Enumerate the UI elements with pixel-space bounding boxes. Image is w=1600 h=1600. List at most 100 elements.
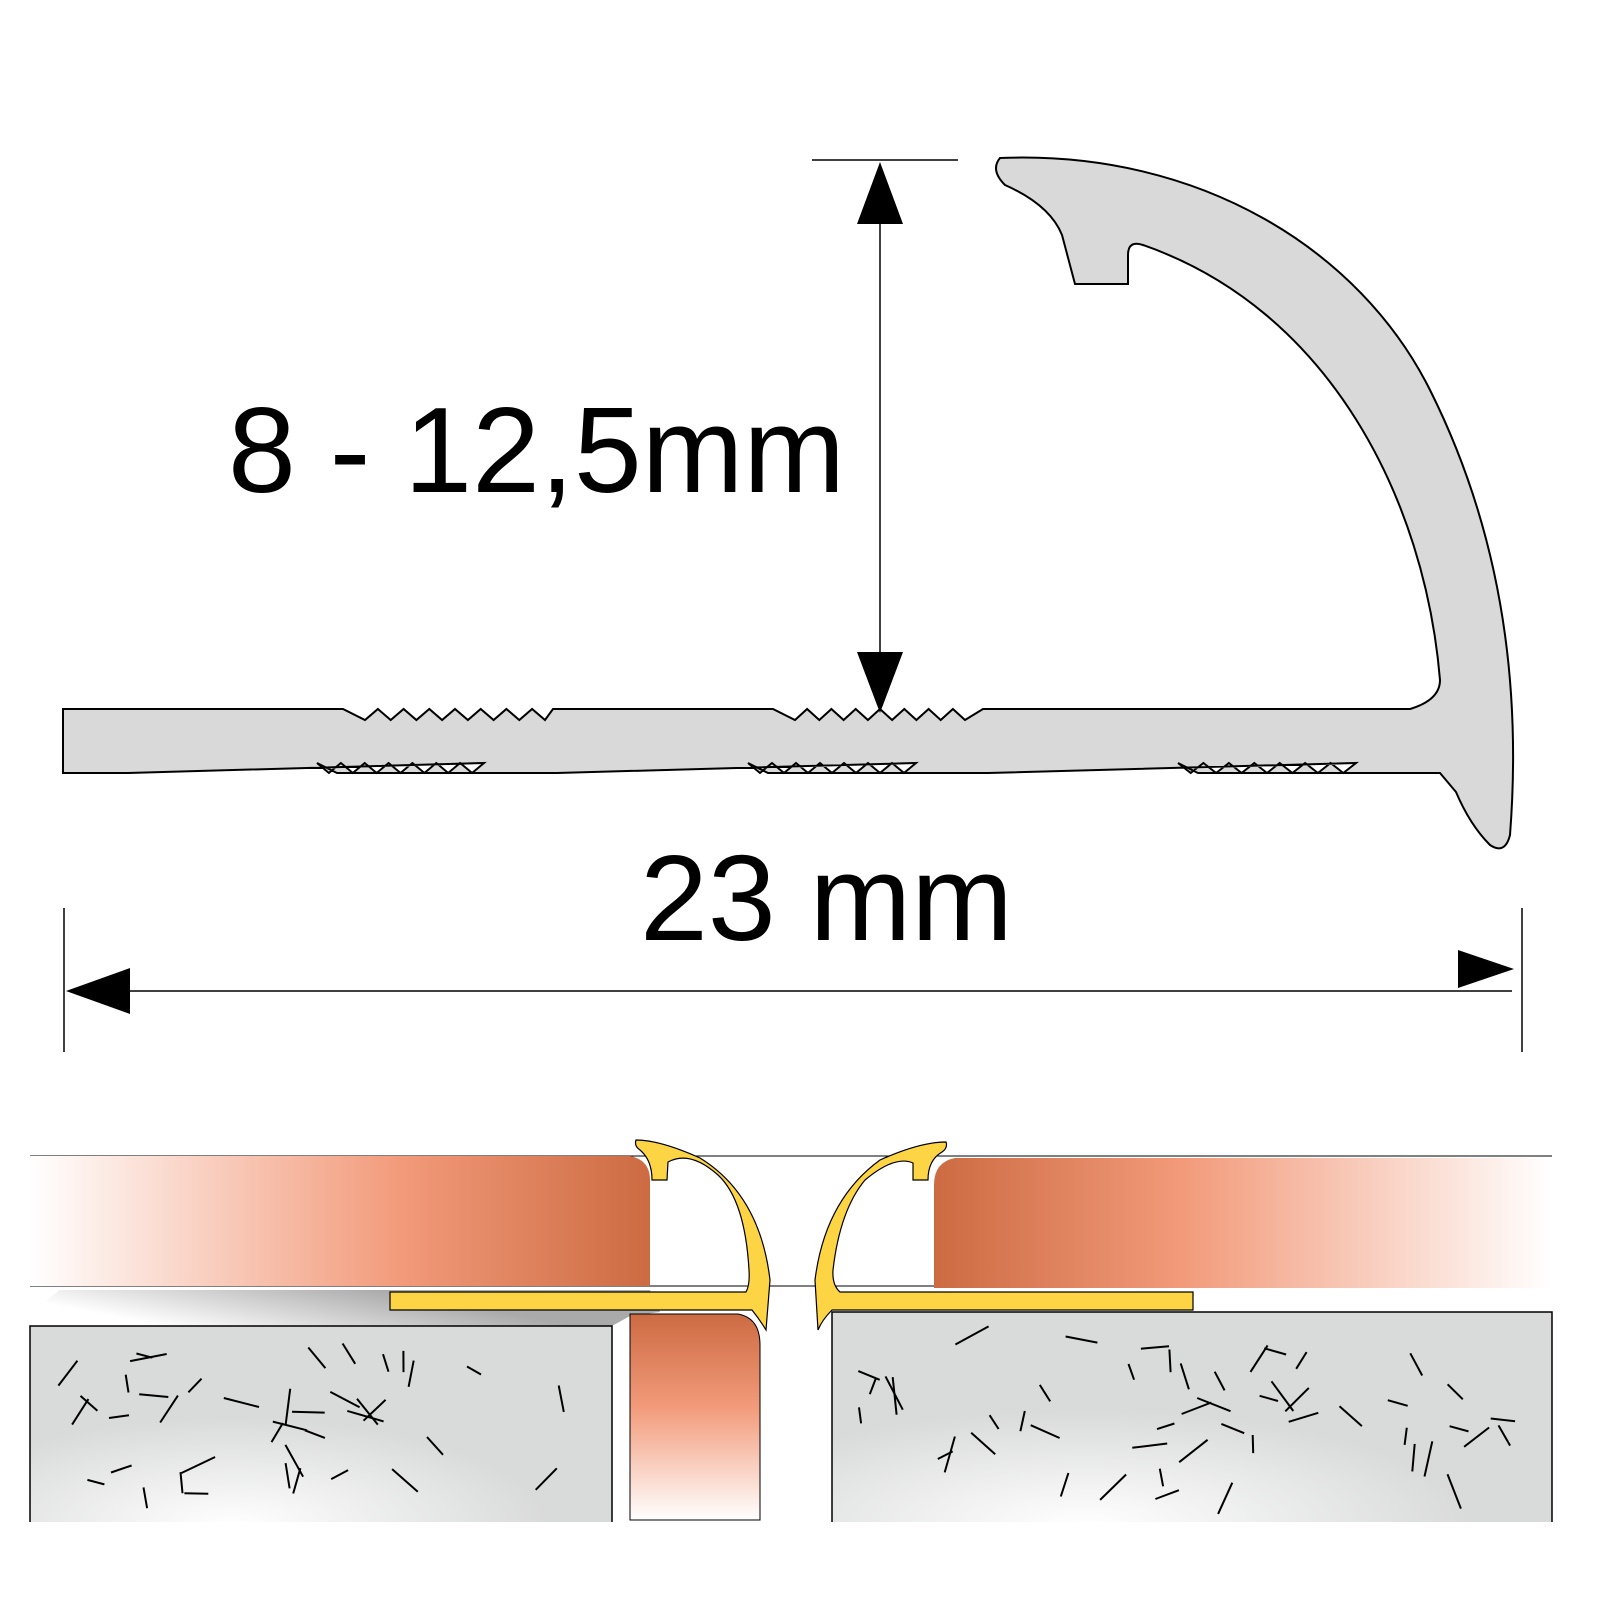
texture-mark (1449, 1425, 1469, 1433)
installed-profile-right (814, 1141, 1194, 1331)
texture-mark (108, 1414, 130, 1419)
texture-mark (179, 1472, 184, 1494)
texture-mark (1403, 1427, 1408, 1446)
height-label: 8 - 12,5mm (228, 382, 845, 518)
texture-mark (341, 1342, 357, 1365)
texture-mark (187, 1378, 203, 1393)
texture-mark (943, 1436, 956, 1473)
texture-mark (272, 1420, 308, 1432)
texture-mark (868, 1377, 877, 1395)
substrate-right (831, 1311, 1553, 1527)
texture-mark (426, 1436, 444, 1456)
texture-mark (1295, 1351, 1308, 1370)
width-dimension: 23 mm (63, 830, 1523, 1052)
texture-mark (110, 1464, 132, 1474)
texture-mark (79, 1395, 99, 1412)
texture-mark (329, 1391, 361, 1409)
texture-mark (284, 1462, 291, 1489)
texture-mark (181, 1456, 216, 1474)
texture-mark (1158, 1468, 1165, 1487)
texture-mark (304, 1429, 326, 1439)
texture-mark (330, 1469, 349, 1480)
texture-mark (284, 1388, 292, 1425)
installed-profile-left (389, 1139, 771, 1332)
texture-mark (1251, 1434, 1255, 1454)
texture-mark (1196, 1397, 1231, 1413)
texture-mark (124, 1374, 130, 1393)
tile-left (30, 1156, 650, 1286)
texture-mark (1181, 1401, 1212, 1415)
texture-mark (136, 1352, 153, 1359)
texture-mark (57, 1360, 79, 1387)
texture-mark (1213, 1371, 1226, 1391)
texture-mark (292, 1467, 302, 1494)
texture-mark (71, 1398, 90, 1426)
texture-mark (557, 1385, 565, 1413)
texture-mark (307, 1346, 327, 1369)
texture-mark (1132, 1442, 1168, 1449)
texture-mark (1446, 1473, 1462, 1509)
texture-mark (139, 1393, 169, 1398)
texture-mark (1178, 1439, 1209, 1463)
texture-mark (87, 1478, 105, 1486)
texture-mark (184, 1492, 209, 1495)
texture-mark (142, 1487, 149, 1509)
texture-mark (159, 1395, 179, 1424)
trim-profile-cross-section (62, 156, 1515, 850)
texture-mark (1284, 1387, 1310, 1413)
texture-mark (1490, 1417, 1516, 1423)
texture-mark (1099, 1473, 1127, 1501)
texture-mark (382, 1353, 390, 1372)
width-label: 23 mm (640, 830, 1013, 966)
texture-mark (1411, 1443, 1416, 1472)
texture-mark (347, 1409, 384, 1423)
installation-illustration (25, 1139, 1565, 1542)
texture-mark (1127, 1363, 1136, 1381)
texture-mark (1221, 1422, 1245, 1435)
texture-mark (1030, 1424, 1061, 1439)
texture-mark (988, 1414, 1000, 1430)
texture-mark (954, 1325, 990, 1346)
texture-mark (270, 1422, 284, 1443)
texture-mark (1179, 1363, 1190, 1390)
texture-mark (1065, 1335, 1098, 1344)
texture-mark (284, 1444, 304, 1478)
arrow-up-icon (857, 162, 903, 224)
concrete-texture (57, 1325, 1516, 1515)
texture-mark (223, 1397, 260, 1408)
texture-mark (858, 1407, 863, 1424)
arrow-right-icon (1458, 950, 1514, 988)
texture-mark (1463, 1426, 1490, 1448)
texture-mark (884, 1375, 904, 1411)
texture-mark (1059, 1472, 1070, 1497)
texture-mark (1338, 1405, 1363, 1427)
texture-mark (1409, 1352, 1424, 1376)
texture-mark (1387, 1399, 1408, 1407)
texture-mark (1140, 1345, 1170, 1350)
texture-mark (1423, 1441, 1434, 1477)
texture-mark (1249, 1344, 1269, 1373)
texture-mark (1155, 1489, 1180, 1500)
tile-wall (629, 1313, 761, 1521)
arrow-left-icon (66, 968, 130, 1014)
texture-mark (1446, 1383, 1464, 1401)
arrow-down-icon (857, 652, 903, 713)
texture-mark (534, 1467, 558, 1491)
substrate-left (29, 1325, 613, 1527)
texture-mark (1217, 1482, 1234, 1515)
texture-mark (291, 1410, 325, 1414)
texture-mark (1259, 1394, 1279, 1402)
texture-mark (1497, 1424, 1511, 1447)
texture-mark (857, 1370, 881, 1381)
texture-mark (1288, 1411, 1319, 1423)
texture-mark (391, 1468, 419, 1493)
texture-mark (356, 1398, 379, 1426)
texture-mark (970, 1431, 996, 1456)
texture-mark (1019, 1410, 1026, 1432)
texture-mark (1263, 1347, 1287, 1356)
texture-mark (1270, 1380, 1295, 1412)
height-dimension: 8 - 12,5mm (228, 159, 958, 713)
texture-mark (1168, 1349, 1172, 1373)
texture-mark (466, 1365, 482, 1376)
